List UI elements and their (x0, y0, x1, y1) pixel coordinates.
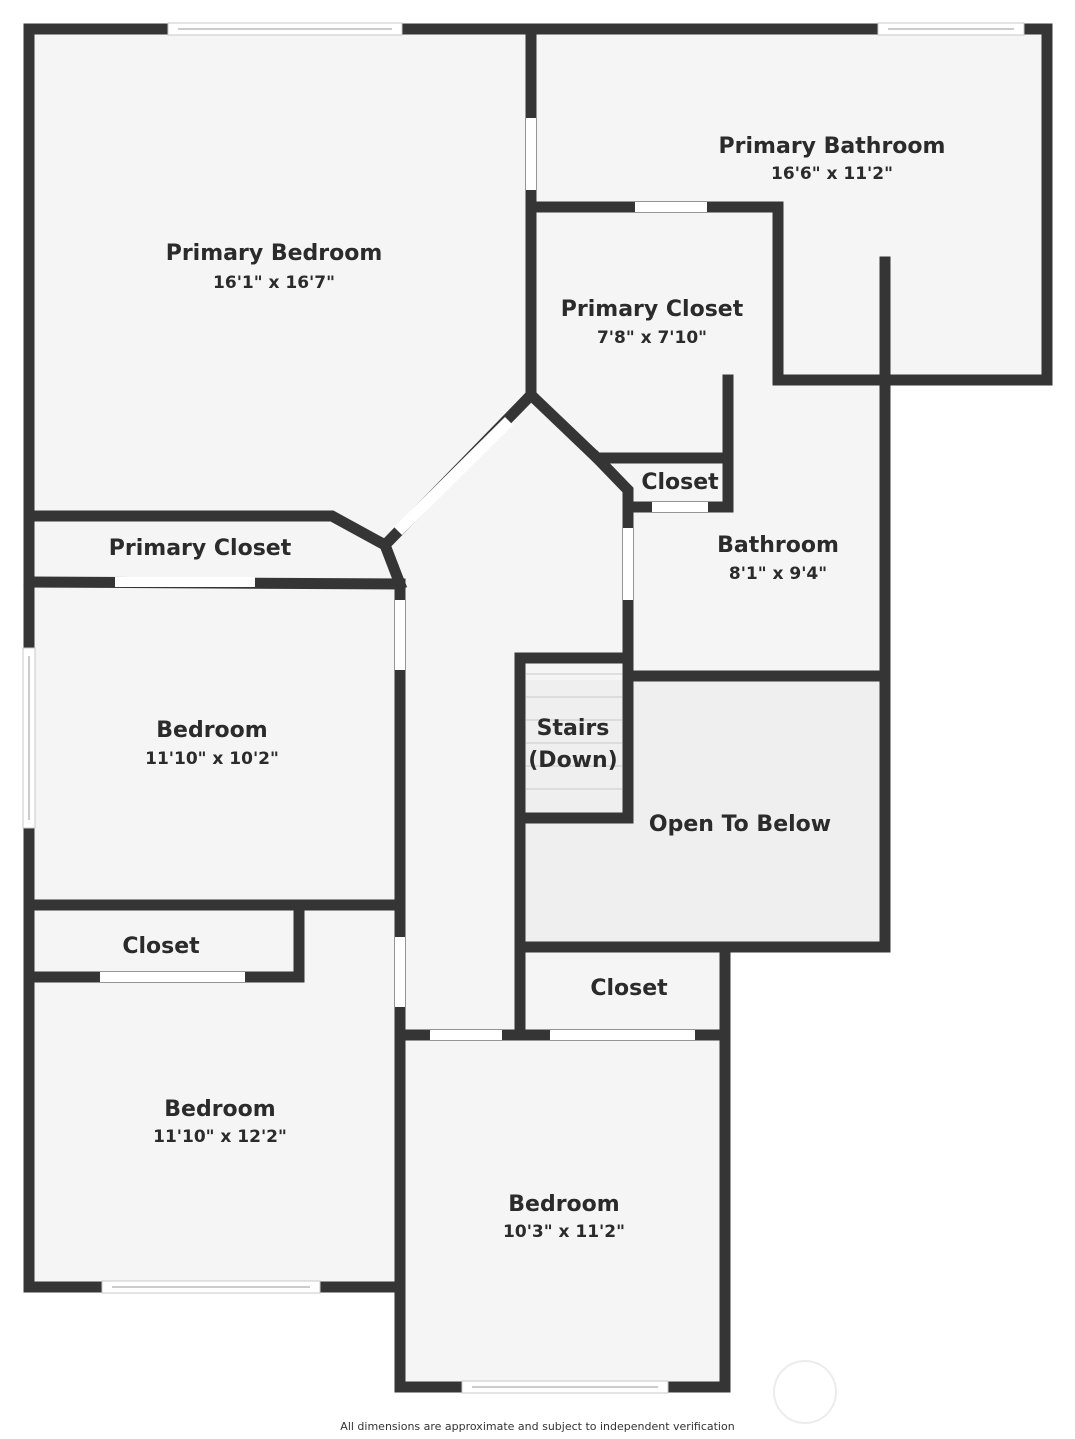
room-dims-stairs: (Down) (528, 748, 617, 773)
room-name-primary-bathroom: Primary Bathroom (719, 134, 946, 159)
room-name-primary-closet-upper: Primary Closet (561, 297, 744, 322)
window-top-right (877, 22, 1025, 36)
disclaimer-text: All dimensions are approximate and subje… (340, 1420, 735, 1433)
room-name-primary-bedroom: Primary Bedroom (166, 241, 383, 266)
room-dims-bedroom-2: 11'10" x 12'2" (153, 1127, 287, 1147)
room-dims-primary-bathroom: 16'6" x 11'2" (771, 164, 893, 184)
window-left (22, 647, 36, 829)
window-bottom-left (101, 1280, 321, 1294)
watermark-circle-icon (773, 1360, 837, 1424)
room-name-bedroom-2: Bedroom (164, 1097, 275, 1122)
room-dims-primary-bedroom: 16'1" x 16'7" (213, 273, 335, 293)
room-labels: Primary Bedroom 16'1" x 16'7" Primary Ba… (109, 134, 946, 1242)
floor-fill (29, 29, 1047, 1387)
room-name-closet-small: Closet (641, 470, 719, 495)
room-dims-bathroom: 8'1" x 9'4" (729, 564, 827, 584)
room-name-closet-right: Closet (590, 976, 668, 1001)
room-name-open-to-below: Open To Below (649, 812, 831, 837)
room-name-bathroom: Bathroom (717, 533, 839, 558)
window-bottom (461, 1380, 669, 1394)
window-top-left (167, 22, 403, 36)
stairs-steps (526, 673, 622, 790)
room-name-closet-left: Closet (122, 934, 200, 959)
room-dims-bedroom-3: 10'3" x 11'2" (503, 1222, 625, 1242)
room-name-primary-closet-left: Primary Closet (109, 536, 292, 561)
openings (100, 118, 708, 1040)
room-name-bedroom-3: Bedroom (508, 1192, 619, 1217)
windows (22, 22, 1025, 1394)
room-dims-primary-closet-upper: 7'8" x 7'10" (597, 328, 707, 348)
room-name-stairs: Stairs (537, 716, 610, 741)
room-dims-bedroom-1: 11'10" x 10'2" (145, 749, 279, 769)
room-name-bedroom-1: Bedroom (156, 718, 267, 743)
